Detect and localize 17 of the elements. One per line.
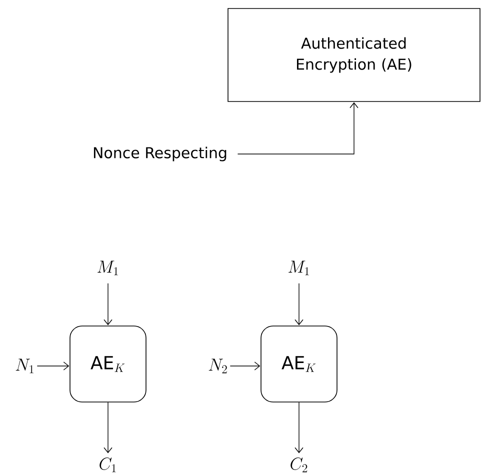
input-label: $M_1$ (97, 260, 118, 276)
input-label: $N_1$ (16, 358, 34, 374)
output-label: $C_1$ (100, 457, 116, 472)
arrow (36, 362, 70, 370)
output-label: $C_2$ (290, 457, 308, 472)
arrow (294, 402, 304, 454)
arrow (294, 283, 304, 326)
arrow (237, 102, 358, 154)
input-label: Nonce Respecting (94, 146, 226, 162)
arrow (230, 362, 260, 370)
process-box: $\mathsf{AE}_K$ (70, 326, 146, 402)
arrow (104, 283, 112, 326)
input-label: $M_1$ (288, 260, 309, 276)
process-box: $\mathsf{AE}_K$ (260, 326, 338, 402)
process-box: Authenticated Encryption (AE) (228, 8, 480, 102)
arrow (104, 402, 112, 454)
input-label: $N_2$ (208, 358, 227, 374)
